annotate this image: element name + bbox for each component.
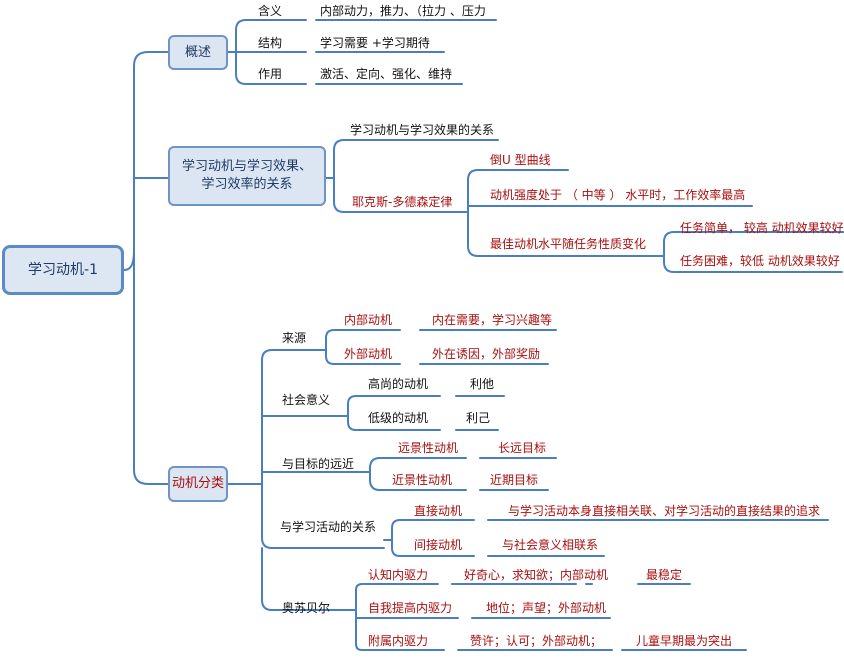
inverted-u-curve-node[interactable]: 倒U 型曲线 [490,153,551,167]
topic-relation-line2: 学习效率的关系 [201,177,293,192]
overview-function-value[interactable]: 激活、定向、强化、维持 [320,67,453,81]
near-motivation-node[interactable]: 近景性动机 [392,473,453,487]
topic-relation-line1: 学习动机与学习效果、 [181,159,312,175]
ego-drive-node[interactable]: 自我提高内驱力 [368,601,453,615]
ego-drive-desc[interactable]: 地位；声望；外部动机 [486,601,607,615]
direct-motivation-desc[interactable]: 与学习活动本身直接相关联、对学习活动的直接结果的追求 [508,504,821,518]
far-motivation-desc[interactable]: 长远目标 [498,441,547,455]
affiliative-drive-desc[interactable]: 赞许；认可；外部动机； [470,634,603,648]
cognitive-drive-note[interactable]: 最稳定 [646,568,683,582]
affiliative-drive-note[interactable]: 儿童早期最为突出 [636,634,733,648]
topic-classification[interactable]: 动机分类 [168,466,228,502]
overview-meaning-value[interactable]: 内部动力，推力、（拉力 、压力 [320,4,486,18]
social-meaning-node[interactable]: 社会意义 [282,393,331,407]
ausubel-node[interactable]: 奥苏贝尔 [282,601,331,615]
overview-function-key[interactable]: 作用 [258,67,283,81]
overview-meaning-key[interactable]: 含义 [258,4,283,18]
near-motivation-desc[interactable]: 近期目标 [490,473,539,487]
direct-motivation-node[interactable]: 直接动机 [414,504,463,518]
medium-motivation-node[interactable]: 动机强度处于 （ 中等 ） 水平时，工作效率最高 [490,188,746,202]
cognitive-drive-node[interactable]: 认知内驱力 [368,568,429,582]
cognitive-drive-desc[interactable]: 好奇心，求知欲；内部动机 [464,568,609,582]
overview-structure-value[interactable]: 学习需要 +学习期待 [320,36,430,50]
noble-motivation-node[interactable]: 高尚的动机 [368,377,429,391]
internal-motivation-node[interactable]: 内部动机 [344,313,393,327]
optimal-level-node[interactable]: 最佳动机水平随任务性质变化 [490,237,647,251]
yerkes-dodson-law-node[interactable]: 耶克斯-多德森定律 [352,195,453,209]
low-motivation-desc[interactable]: 利己 [466,411,491,425]
internal-motivation-desc[interactable]: 内在需要，学习兴趣等 [432,313,553,327]
relation-effect-node[interactable]: 学习动机与学习效果的关系 [350,123,495,137]
topic-overview[interactable]: 概述 [168,35,228,70]
external-motivation-desc[interactable]: 外在诱因，外部奖励 [432,347,541,361]
root-topic[interactable]: 学习动机-1 [2,245,124,295]
noble-motivation-desc[interactable]: 利他 [470,377,495,391]
affiliative-drive-node[interactable]: 附属内驱力 [368,634,429,648]
topic-relation[interactable]: 学习动机与学习效果、 学习效率的关系 [168,146,326,206]
source-node[interactable]: 来源 [282,331,307,345]
hard-task-node[interactable]: 任务困难，较低 动机效果较好 [680,254,840,268]
external-motivation-node[interactable]: 外部动机 [344,347,393,361]
learning-activity-node[interactable]: 与学习活动的关系 [280,520,377,534]
goal-distance-node[interactable]: 与目标的远近 [282,457,355,471]
far-motivation-node[interactable]: 远景性动机 [398,441,459,455]
overview-structure-key[interactable]: 结构 [258,36,283,50]
low-motivation-node[interactable]: 低级的动机 [368,411,429,425]
indirect-motivation-node[interactable]: 间接动机 [414,538,463,552]
indirect-motivation-desc[interactable]: 与社会意义相联系 [502,538,599,552]
simple-task-node[interactable]: 任务简单， 较高 动机效果较好 [680,221,844,235]
